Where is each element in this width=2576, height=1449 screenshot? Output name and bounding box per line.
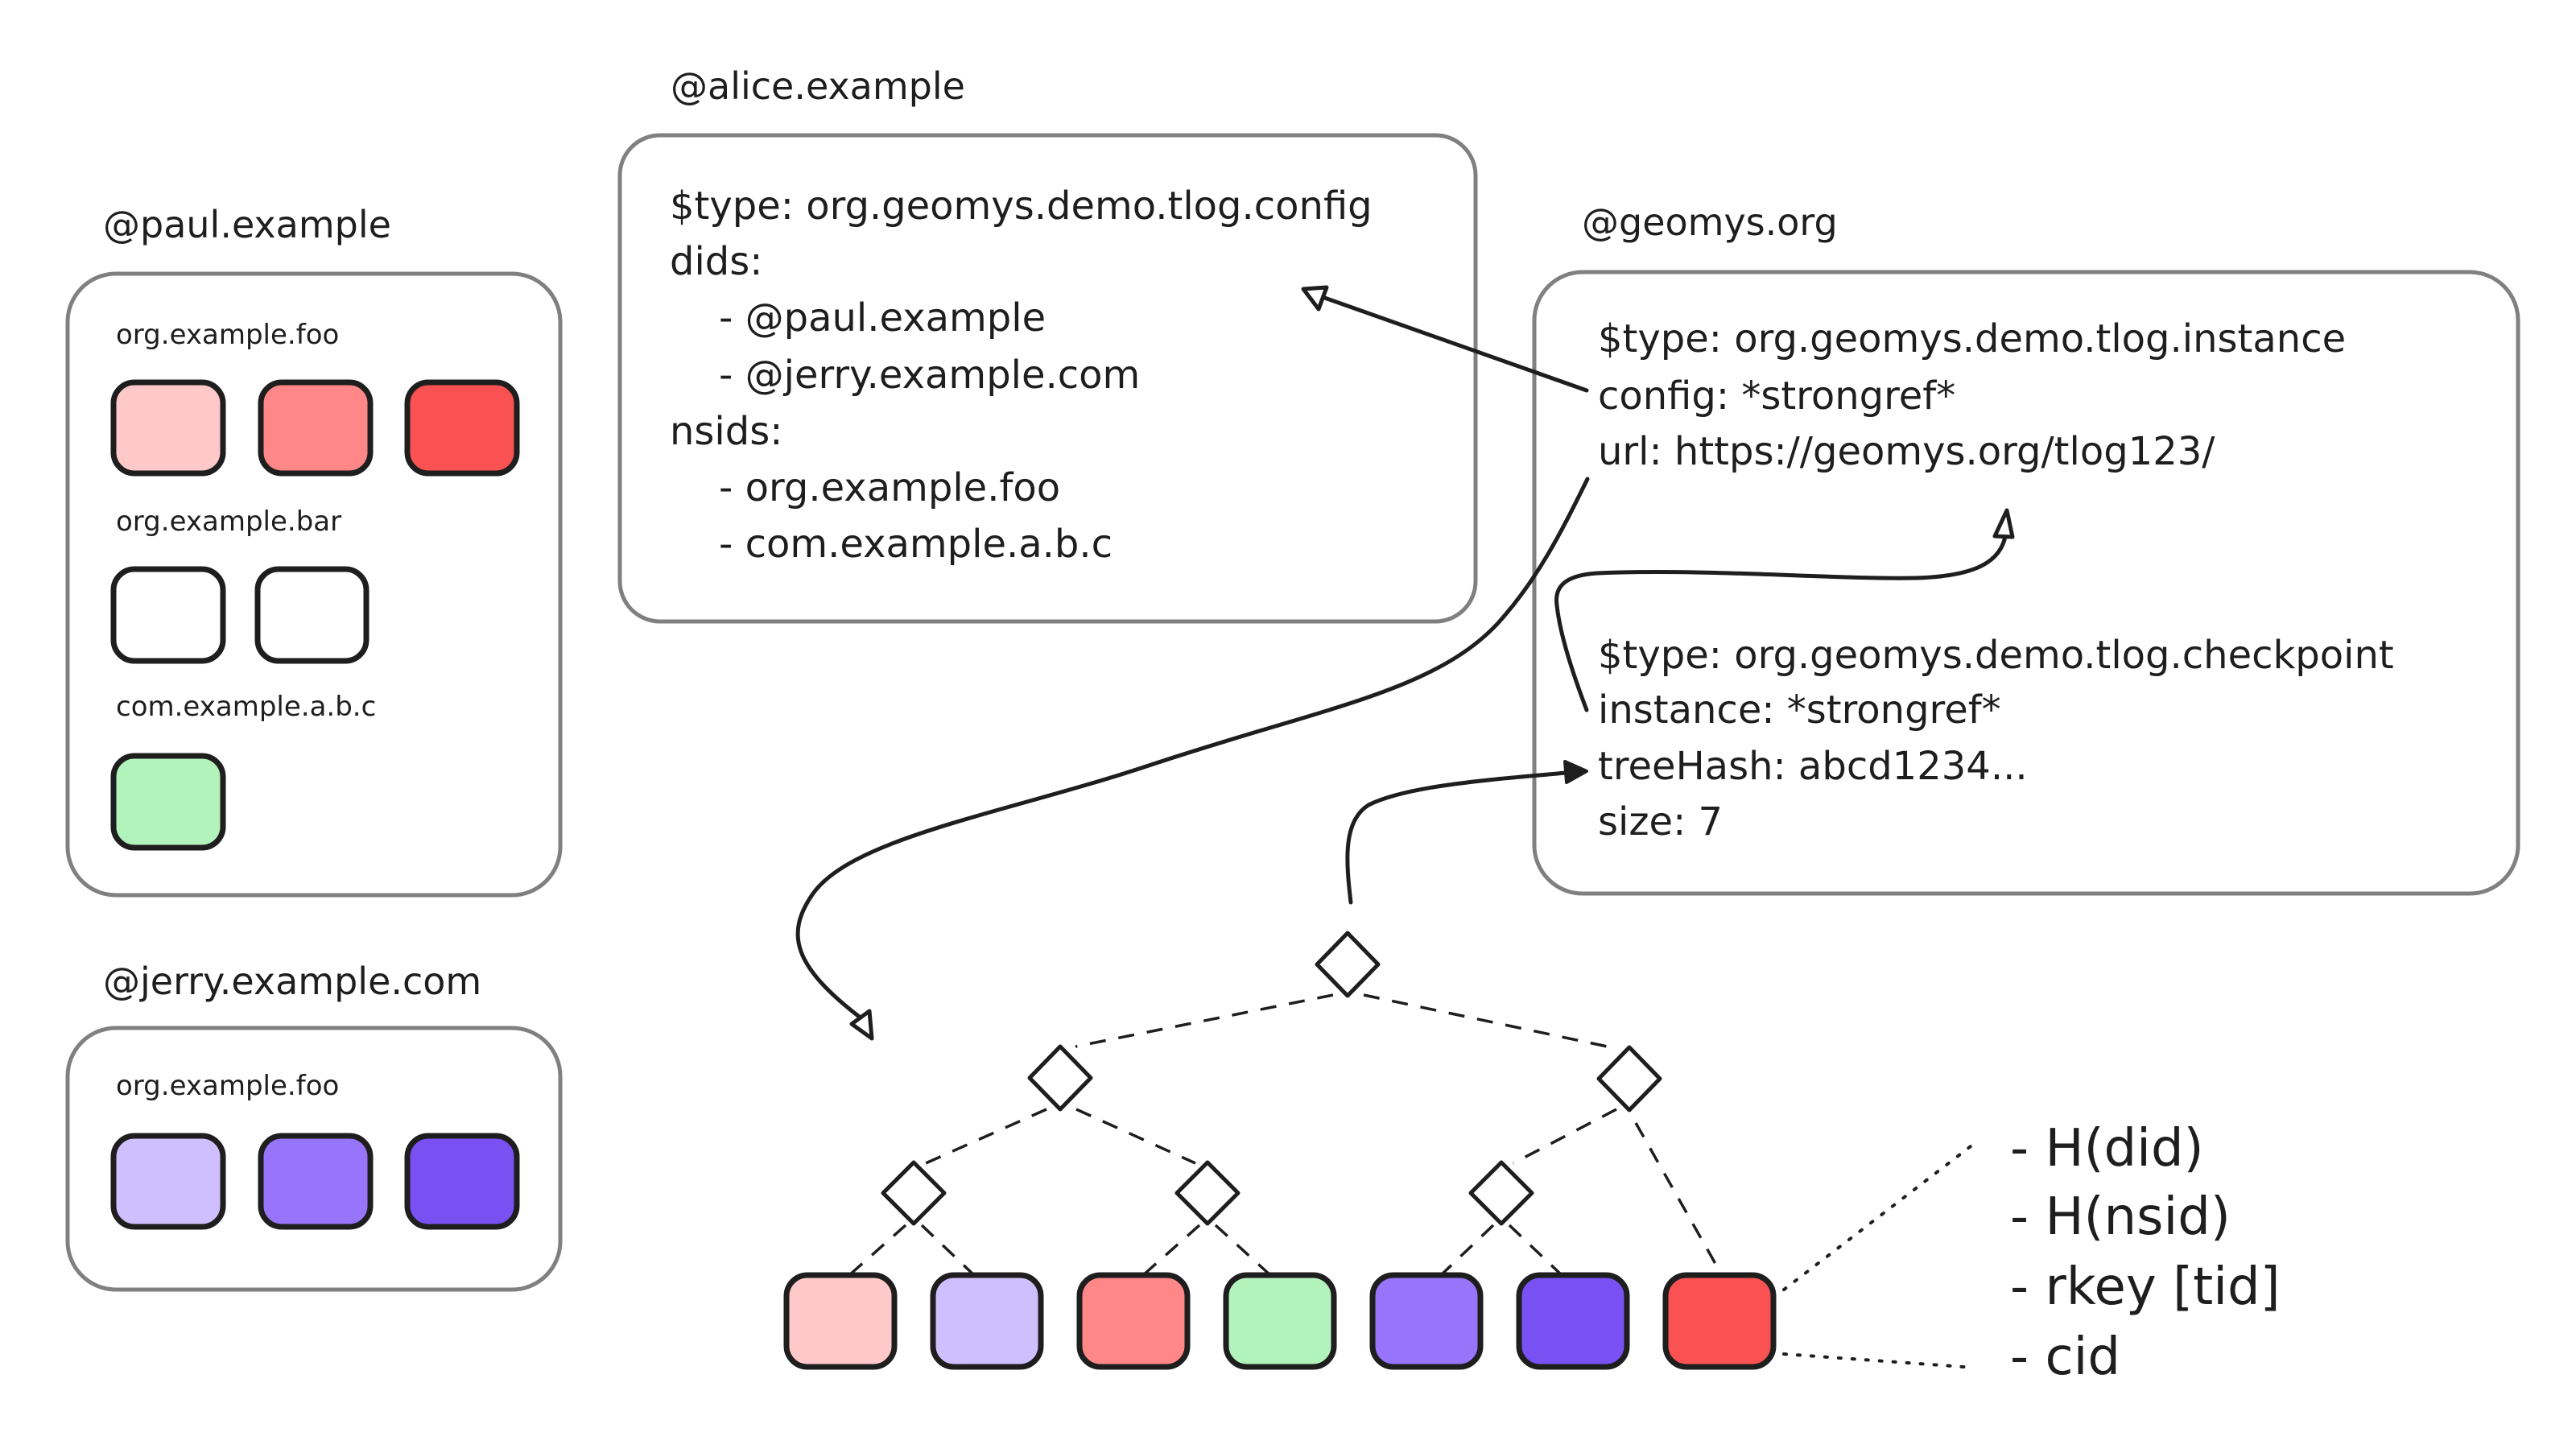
collection-label: com.example.a.b.c	[116, 691, 376, 723]
tree-leaf-record	[1369, 1272, 1484, 1370]
record-square	[404, 1133, 520, 1230]
arrow-head-open-icon	[1301, 285, 1329, 312]
tree-leaf-record	[930, 1272, 1044, 1370]
arrow-root-to-treehash	[1345, 760, 1588, 905]
config-did-item: - @paul.example	[670, 295, 1046, 341]
record-square	[110, 379, 226, 477]
repo-handle-geomys: @geomys.org	[1582, 200, 1838, 244]
arrow-instance-ref	[1554, 508, 2015, 712]
tree-leaf-record	[1223, 1272, 1337, 1370]
tree-leaves	[783, 1272, 1777, 1370]
leaf-field-cid: - cid	[2010, 1327, 2120, 1387]
instance-url-line: url: https://geomys.org/tlog123/	[1598, 429, 2215, 474]
tree-inner-node	[1596, 1045, 1662, 1113]
leaf-field-did: - H(did)	[2010, 1119, 2204, 1179]
arrow-head-solid-icon	[1563, 760, 1588, 784]
tree-edge	[1075, 993, 1334, 1048]
tree-edge	[1363, 993, 1616, 1050]
collection-label: org.example.foo	[116, 319, 339, 351]
record-square	[110, 566, 226, 664]
record-square	[110, 1133, 226, 1230]
record-square	[110, 753, 226, 851]
leaf-field-nsid: - H(nsid)	[2010, 1187, 2231, 1247]
leaf-detail-callout: - H(did) - H(nsid) - rkey [tid] - cid	[1782, 1119, 2281, 1387]
checkpoint-type-line: $type: org.geomys.demo.tlog.checkpoint	[1598, 633, 2394, 678]
tree-edge	[925, 1108, 1047, 1165]
checkpoint-treehash-line: treeHash: abcd1234...	[1598, 744, 2028, 789]
tree-edge	[1075, 1108, 1196, 1165]
tree-leaf-record	[783, 1272, 898, 1370]
tree-edge	[1214, 1224, 1272, 1277]
tree-inner-node	[1468, 1160, 1534, 1226]
tree-root-node	[1315, 931, 1381, 998]
arrow-line	[1554, 529, 2008, 712]
repo-handle-paul: @paul.example	[103, 203, 391, 246]
callout-line	[1782, 1352, 1966, 1368]
checkpoint-size-line: size: 7	[1598, 799, 1723, 844]
repo-jerry: @jerry.example.com org.example.foo	[65, 960, 563, 1292]
config-nsid-item: - org.example.foo	[670, 465, 1060, 510]
arrow-line	[795, 477, 1590, 1021]
tree-leaf-record	[1662, 1272, 1777, 1370]
tree-edge	[1141, 1224, 1201, 1277]
arrow-head-open-icon	[849, 1009, 874, 1041]
tree-inner-node	[1174, 1160, 1241, 1226]
instance-config-line: config: *strongref*	[1598, 374, 1955, 419]
merkle-tree	[783, 931, 1777, 1370]
tree-edge	[1508, 1224, 1563, 1277]
tree-edge	[1513, 1108, 1617, 1165]
leaf-field-rkey: - rkey [tid]	[2010, 1257, 2281, 1317]
geomys-record-card	[1532, 270, 2520, 896]
repo-paul: @paul.example org.example.foo org.exampl…	[65, 203, 563, 898]
repo-handle-alice: @alice.example	[671, 64, 965, 108]
repo-geomys: @geomys.org $type: org.geomys.demo.tlog.…	[1532, 200, 2520, 896]
arrow-config-ref	[1301, 285, 1589, 393]
config-did-item: - @jerry.example.com	[670, 353, 1140, 398]
record-square	[258, 1133, 374, 1230]
checkpoint-record-text: $type: org.geomys.demo.tlog.checkpoint i…	[1598, 633, 2394, 844]
instance-type-line: $type: org.geomys.demo.tlog.instance	[1598, 316, 2346, 361]
arrow-line	[1345, 770, 1568, 905]
callout-line	[1782, 1145, 1972, 1291]
tree-inner-node	[881, 1160, 947, 1226]
record-square	[258, 379, 374, 477]
config-nsids-key: nsids:	[670, 409, 782, 454]
config-record-text: $type: org.geomys.demo.tlog.config dids:…	[670, 184, 1373, 567]
record-square	[404, 379, 520, 477]
tree-leaf-record	[1076, 1272, 1191, 1370]
checkpoint-instance-line: instance: *strongref*	[1598, 687, 2001, 733]
collection-label: org.example.foo	[116, 1070, 339, 1102]
arrow-url-to-tree	[795, 477, 1590, 1041]
config-dids-key: dids:	[670, 239, 762, 284]
repo-handle-jerry: @jerry.example.com	[103, 960, 481, 1003]
config-type-line: $type: org.geomys.demo.tlog.config	[670, 184, 1373, 229]
config-record-card	[617, 133, 1478, 624]
instance-record-text: $type: org.geomys.demo.tlog.instance con…	[1598, 316, 2346, 474]
arrow-line	[1318, 294, 1589, 393]
arrow-head-open-icon	[1992, 508, 2015, 539]
collection-label: org.example.bar	[116, 506, 341, 538]
tree-edge	[848, 1224, 907, 1277]
tree-leaf-record	[1516, 1272, 1630, 1370]
tree-edge	[920, 1224, 976, 1277]
tree-inner-node	[1027, 1044, 1093, 1112]
config-nsid-item: - com.example.a.b.c	[670, 522, 1113, 567]
tree-edge	[1634, 1122, 1724, 1276]
repo-alice: @alice.example $type: org.geomys.demo.tl…	[617, 64, 1478, 624]
record-square	[254, 566, 369, 664]
tree-edge	[1439, 1224, 1495, 1277]
